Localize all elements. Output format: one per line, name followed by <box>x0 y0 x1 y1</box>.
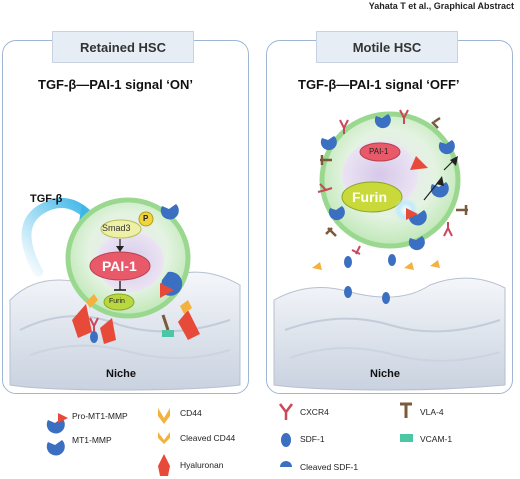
smad3-node <box>100 219 142 239</box>
furin-node-left <box>103 293 135 311</box>
signal-on-label: TGF-β—PAI-1 signal ‘ON’ <box>38 77 194 92</box>
legend-pro-mt1-mmp-icon <box>46 418 65 434</box>
legend-pro-mt1-mmp-label: Pro-MT1-MMP <box>72 411 128 421</box>
pai-1-node-right <box>359 142 401 162</box>
furin-label-left: Furin <box>109 298 125 305</box>
niche-label-left: Niche <box>106 368 136 380</box>
legend-cxcr4-icon <box>279 403 293 420</box>
furin-label-right: Furin <box>352 189 387 205</box>
legend-vcam-1-label: VCAM-1 <box>420 434 453 444</box>
tgf-beta-label: TGF-β <box>30 193 63 205</box>
citation: Yahata T et al., Graphical Abstract <box>368 1 514 11</box>
legend-cleaved-cd44-icon <box>158 432 170 444</box>
furin-node-right <box>341 181 403 213</box>
motile-hsc-title: Motile HSC <box>316 31 458 63</box>
legend-sdf-1-label: SDF-1 <box>300 434 325 444</box>
legend-cxcr4-label: CXCR4 <box>300 407 329 417</box>
legend-mt1-mmp-icon <box>46 440 65 456</box>
legend-hyaluronan-label: Hyaluronan <box>180 460 224 470</box>
pai-1-label-right: PAI-1 <box>369 147 389 156</box>
hyaluronan-left-1 <box>72 304 92 338</box>
legend-cd44-label: CD44 <box>180 408 202 418</box>
tgf-beta-arrow <box>21 198 93 277</box>
legend-vcam-1-icon <box>400 434 413 442</box>
pai-1-label-left: PAI-1 <box>102 258 137 274</box>
legend-cleaved-sdf-1-label: Cleaved SDF-1 <box>300 462 359 472</box>
signal-off-label: TGF-β—PAI-1 signal ‘OFF’ <box>298 77 460 92</box>
legend-cleaved-sdf-1-icon <box>280 461 292 467</box>
pai-1-node-left <box>89 251 151 281</box>
legend-hyaluronan-icon <box>158 454 170 476</box>
phospho-label: P <box>143 214 149 223</box>
retained-hsc-title: Retained HSC <box>52 31 194 63</box>
smad3-label: Smad3 <box>102 223 131 233</box>
legend-cleaved-cd44-label: Cleaved CD44 <box>180 433 236 443</box>
legend-sdf-1-icon <box>281 433 291 447</box>
legend-mt1-mmp-label: MT1-MMP <box>72 435 112 445</box>
phospho-node <box>138 211 154 227</box>
legend-cd44-icon <box>158 408 170 424</box>
legend-vla-4-label: VLA-4 <box>420 407 444 417</box>
legend-vla-4-icon <box>400 402 412 418</box>
niche-label-right: Niche <box>370 368 400 380</box>
